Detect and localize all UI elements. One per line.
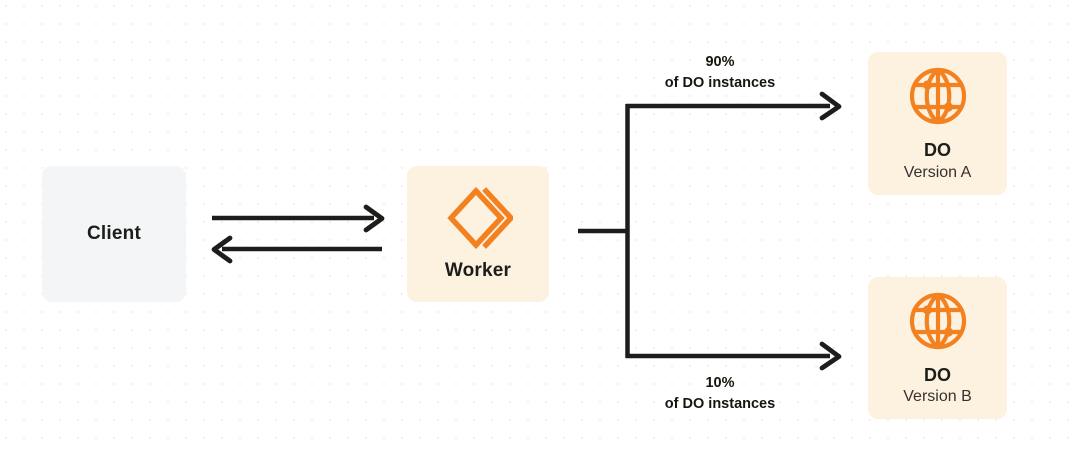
arrow-worker-to-do-a xyxy=(626,91,842,121)
globe-icon xyxy=(906,64,970,128)
cloudflare-workers-icon xyxy=(443,186,515,249)
node-do-version-b[interactable]: DO Version B xyxy=(868,277,1007,419)
edge-label-do-a-text: of DO instances xyxy=(664,75,776,92)
edge-label-do-a: 90% of DO instances xyxy=(597,52,843,94)
edge-label-do-a-percent: 90% xyxy=(705,54,735,70)
node-do-b-version: Version B xyxy=(903,388,972,406)
arrow-client-to-worker xyxy=(212,204,385,233)
node-do-a-version: Version A xyxy=(903,163,972,181)
node-client[interactable]: Client xyxy=(42,166,186,302)
node-worker-label: Worker xyxy=(444,259,512,281)
node-do-a-label: DO xyxy=(924,140,951,161)
edge-label-do-b-text: of DO instances xyxy=(664,396,776,413)
node-do-b-label: DO xyxy=(924,364,951,385)
node-worker[interactable]: Worker xyxy=(407,166,549,302)
node-do-version-a[interactable]: DO Version A xyxy=(868,52,1007,195)
arrow-worker-to-client xyxy=(211,235,382,264)
arrow-worker-to-do-b xyxy=(626,341,842,371)
edge-label-do-b-percent: 10% xyxy=(705,375,735,391)
globe-icon xyxy=(906,289,970,353)
connector-worker-branch-trunk xyxy=(578,104,630,358)
edge-label-do-b: 10% of DO instances xyxy=(597,373,843,415)
node-client-label: Client xyxy=(87,222,141,244)
